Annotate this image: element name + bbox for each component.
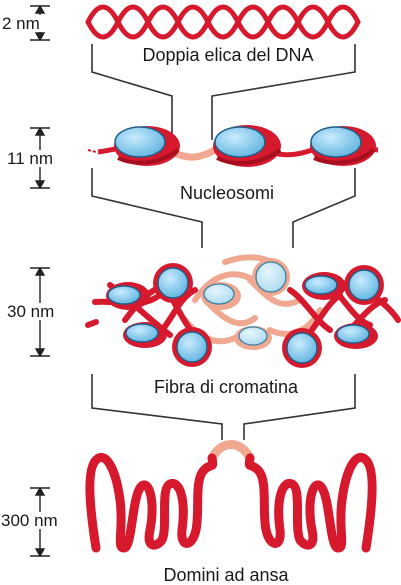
- connector-lines-1: [91, 44, 356, 140]
- label-nucleosomes: Nucleosomi: [179, 183, 275, 203]
- connector-lines-3: [91, 374, 356, 440]
- label-chromatin-fiber: Fibra di cromatina: [153, 377, 299, 397]
- label-looped-domains: Domini ad ansa: [163, 565, 289, 585]
- connector-lines-2: [91, 168, 356, 248]
- scale-label-30nm: 30 nm: [6, 302, 56, 321]
- scale-label-11nm: 11 nm: [6, 149, 54, 168]
- scale-label-2nm: 2 nm: [1, 14, 41, 33]
- nucleosome: [114, 126, 180, 166]
- scale-label-300nm: 300 nm: [0, 511, 59, 530]
- looped-domains: [85, 440, 377, 553]
- nucleosome: [213, 125, 282, 167]
- nucleosome: [310, 126, 376, 166]
- nucleosomes-strand: [87, 125, 379, 167]
- label-dna-double-helix: Doppia elica del DNA: [142, 45, 314, 65]
- dna-double-helix: [85, 4, 361, 40]
- chromatin-fiber: [85, 254, 401, 368]
